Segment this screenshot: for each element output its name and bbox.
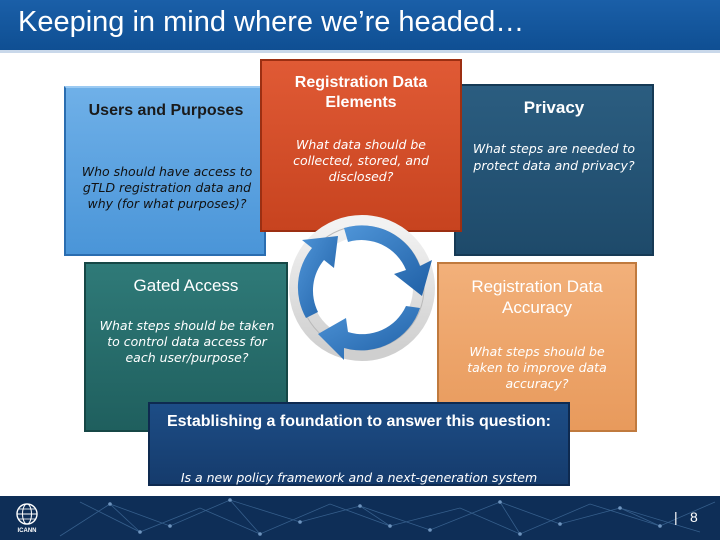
- privacy-box: Privacy What steps are needed to protect…: [454, 84, 654, 256]
- page-number: 8: [690, 509, 698, 525]
- foundation-heading: Establishing a foundation to answer this…: [150, 412, 568, 432]
- slide-title: Keeping in mind where we’re headed…: [18, 6, 524, 39]
- data-elements-heading: Registration Data Elements: [262, 73, 460, 113]
- logo-text: ICANN: [18, 528, 37, 534]
- accuracy-heading: Registration Data Accuracy: [439, 276, 635, 318]
- network-pattern-icon: [0, 496, 720, 540]
- title-bar: Keeping in mind where we’re headed…: [0, 0, 720, 50]
- page-separator: |: [674, 509, 678, 525]
- privacy-question: What steps are needed to protect data an…: [470, 140, 638, 174]
- accuracy-question: What steps should be taken to improve da…: [453, 344, 621, 392]
- title-divider: [0, 50, 720, 53]
- circular-arrows-icon: [282, 208, 442, 368]
- users-purposes-heading: Users and Purposes: [66, 100, 266, 122]
- users-purposes-question: Who should have access to gTLD registrat…: [80, 164, 254, 212]
- users-purposes-box: Users and Purposes Who should have acces…: [64, 86, 266, 256]
- privacy-heading: Privacy: [456, 98, 652, 118]
- data-elements-question: What data should be collected, stored, a…: [272, 137, 450, 185]
- gated-access-question: What steps should be taken to control da…: [94, 318, 280, 366]
- gated-access-heading: Gated Access: [86, 276, 286, 296]
- foundation-box: Establishing a foundation to answer this…: [148, 402, 570, 486]
- footer-bar: [0, 496, 720, 540]
- icann-globe-icon: ICANN: [12, 502, 42, 534]
- data-elements-box: Registration Data Elements What data sho…: [260, 59, 462, 232]
